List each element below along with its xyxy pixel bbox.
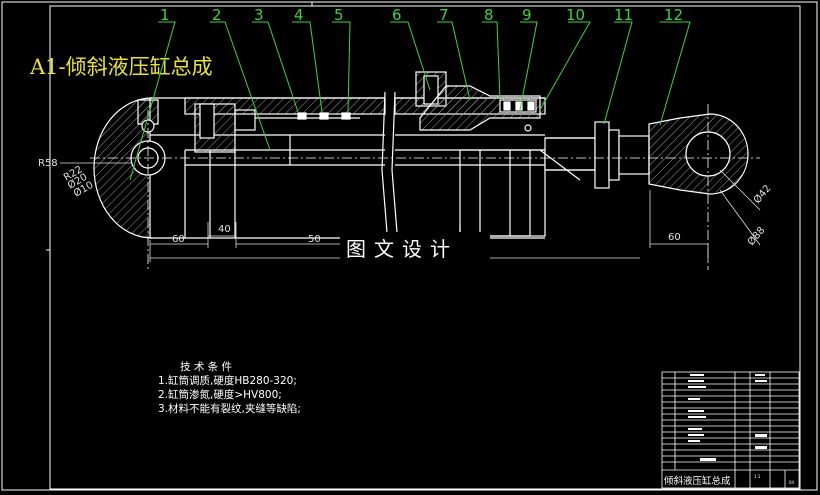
tech-note-2: 2.缸筒渗氮,硬度>HV800; <box>158 388 282 401</box>
tech-note-1: 1.缸筒调质,硬度HB280-320; <box>158 374 297 387</box>
title-block-sheet: 04 <box>789 480 795 485</box>
gland-housing <box>419 85 541 131</box>
dim-r58: R58 <box>38 158 58 169</box>
rod-end-collar <box>594 121 610 189</box>
callout-5: 5 <box>334 6 344 24</box>
title-block-name: 倾斜液压缸总成 <box>664 475 731 487</box>
piston-seal-left <box>234 109 256 131</box>
callout-6: 6 <box>392 6 402 24</box>
barrel-body-lower <box>459 149 546 237</box>
callout-3: 3 <box>254 6 264 24</box>
cylinder-assembly <box>93 71 749 246</box>
callout-leaders <box>129 21 691 181</box>
seal-slot-2 <box>319 112 329 120</box>
callout-4: 4 <box>294 6 304 24</box>
centerlines <box>90 104 760 270</box>
dim-60-right: 60 <box>668 232 681 243</box>
callout-10: 10 <box>566 6 585 24</box>
center-label-bg <box>340 232 490 264</box>
callout-8: 8 <box>484 6 494 24</box>
dim-50: 50 <box>308 234 321 245</box>
dim-d42: Ø42 <box>751 182 773 206</box>
callout-11: 11 <box>614 6 633 24</box>
title-block-scale: 1:1 <box>754 474 761 479</box>
dim-d88: Ø88 <box>745 224 767 248</box>
callout-12: 12 <box>664 6 683 24</box>
piston-rod <box>544 137 596 171</box>
seal-slot-3 <box>341 112 351 120</box>
callout-7: 7 <box>439 6 449 24</box>
inner-frame <box>49 5 801 490</box>
dim-60-left: 60 <box>172 234 185 245</box>
dimension-lines <box>60 162 761 262</box>
tech-note-3: 3.材料不能有裂纹,夹缝等缺陷; <box>158 402 301 415</box>
title-block <box>661 371 800 489</box>
tech-notes-heading: 技 术 条 件 <box>180 360 232 373</box>
center-label: 图文设计 <box>346 237 458 261</box>
drawing-title: A1-倾斜液压缸总成 <box>29 55 213 79</box>
title-block-cell-marks <box>688 374 767 461</box>
callout-1: 1 <box>160 6 170 24</box>
rear-end-cap <box>93 97 153 239</box>
callout-9: 9 <box>522 6 532 24</box>
dim-40: 40 <box>218 224 231 235</box>
callout-2: 2 <box>212 6 222 24</box>
technical-notes: 技 术 条 件 1.缸筒调质,硬度HB280-320; 2.缸筒渗氮,硬度>HV… <box>158 360 301 415</box>
seal-slot-1 <box>297 112 307 120</box>
